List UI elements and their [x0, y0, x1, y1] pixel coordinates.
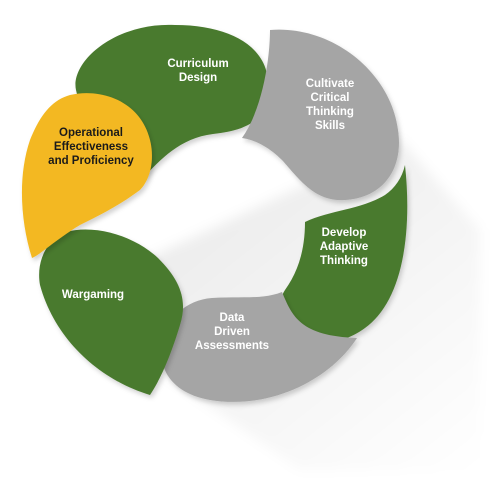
label-line: Critical: [311, 92, 350, 104]
label-line: Develop: [322, 227, 367, 239]
label-line: Wargaming: [62, 289, 124, 301]
segment-operational-effectiveness-shape: [21, 93, 152, 259]
segment-develop-adaptive-thinking-shape: [279, 165, 408, 344]
label-line: Operational: [59, 127, 123, 139]
label-line: Adaptive: [320, 241, 369, 253]
segment-data-driven-assessments: [161, 292, 357, 402]
label-line: Effectiveness: [54, 141, 128, 153]
segment-operational-effectiveness: [21, 93, 152, 259]
segment-develop-adaptive-thinking: [279, 165, 408, 344]
segment-cultivate-critical-thinking: [242, 29, 399, 201]
label-line: Design: [179, 72, 217, 84]
label-line: Driven: [214, 326, 250, 338]
label-wargaming: Wargaming: [62, 289, 124, 301]
label-line: Thinking: [306, 106, 354, 118]
label-line: Data: [220, 312, 246, 324]
segment-data-driven-assessments-shape: [161, 292, 357, 402]
segment-wargaming: [39, 229, 184, 395]
label-line: Curriculum: [167, 58, 228, 70]
label-line: Assessments: [195, 340, 269, 352]
label-line: Thinking: [320, 255, 368, 267]
label-line: and Proficiency: [48, 155, 134, 167]
segment-cultivate-critical-thinking-shape: [242, 29, 399, 201]
label-line: Skills: [315, 120, 345, 132]
segment-wargaming-shape: [39, 229, 184, 395]
label-line: Cultivate: [306, 78, 355, 90]
